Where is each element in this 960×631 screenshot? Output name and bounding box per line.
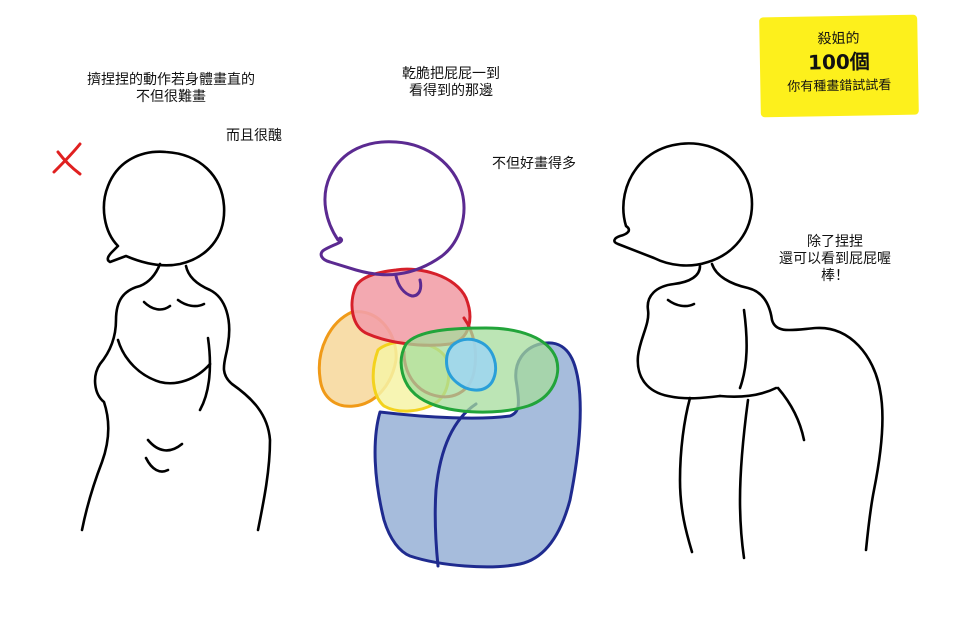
left-figure-head	[102, 150, 226, 267]
hips-crease	[433, 402, 478, 568]
middle-caption: 乾脆把屁屁一到 看得到的那邊	[376, 66, 526, 100]
left-figure-arm	[198, 336, 212, 412]
middle-figure-head	[319, 140, 466, 277]
right-figure-back-leg	[738, 398, 750, 560]
middle-caption-line-2: 看得到的那邊	[409, 83, 493, 99]
left-figure-right-side	[184, 264, 272, 532]
right-figure-front-leg	[678, 396, 694, 554]
left-figure-collar-2	[176, 298, 206, 308]
middle-caption-line-1: 乾脆把屁屁一到	[402, 66, 500, 82]
left-figure-crotch	[144, 456, 170, 473]
right-figure-back	[710, 262, 884, 552]
right-figure-hip	[718, 386, 778, 399]
middle-aside: 不但好畫得多	[474, 156, 594, 173]
left-caption: 擠捏捏的動作若身體畫直的 不但很難畫	[56, 72, 286, 106]
badge-line-2: 100個	[807, 49, 871, 75]
left-figure-breast	[116, 338, 212, 385]
right-figure-inner-thigh	[776, 386, 806, 442]
navel-shape	[445, 337, 497, 392]
left-figure-torso	[80, 262, 162, 532]
title-badge: 殺姐的 100個 你有種畫錯試試看	[759, 14, 919, 118]
right-figure-collar	[666, 298, 696, 308]
left-caption-line-2: 不但很難畫	[136, 89, 206, 105]
right-caption-line-2: 還可以看到屁屁喔	[779, 251, 891, 267]
left-aside: 而且很醜	[214, 128, 294, 145]
middle-aside-text: 不但好畫得多	[492, 156, 576, 172]
x-mark	[52, 142, 82, 176]
right-figure-head	[613, 142, 754, 267]
left-caption-line-1: 擠捏捏的動作若身體畫直的	[87, 72, 255, 88]
right-figure-arm	[738, 308, 748, 390]
left-figure	[80, 150, 272, 532]
right-figure	[613, 142, 884, 560]
left-figure-collar	[142, 300, 172, 311]
right-caption-line-3: 棒！	[821, 268, 849, 284]
left-aside-text: 而且很醜	[226, 128, 282, 144]
left-figure-navel	[146, 438, 184, 452]
right-figure-torso	[636, 264, 722, 400]
middle-figure-chin	[394, 274, 423, 298]
middle-figure	[317, 140, 582, 569]
right-caption-line-1: 除了捏捏	[807, 234, 863, 250]
badge-line-1: 殺姐的	[817, 30, 860, 48]
badge-line-3: 你有種畫錯試試看	[787, 78, 892, 95]
right-caption: 除了捏捏 還可以看到屁屁喔 棒！	[760, 234, 910, 285]
